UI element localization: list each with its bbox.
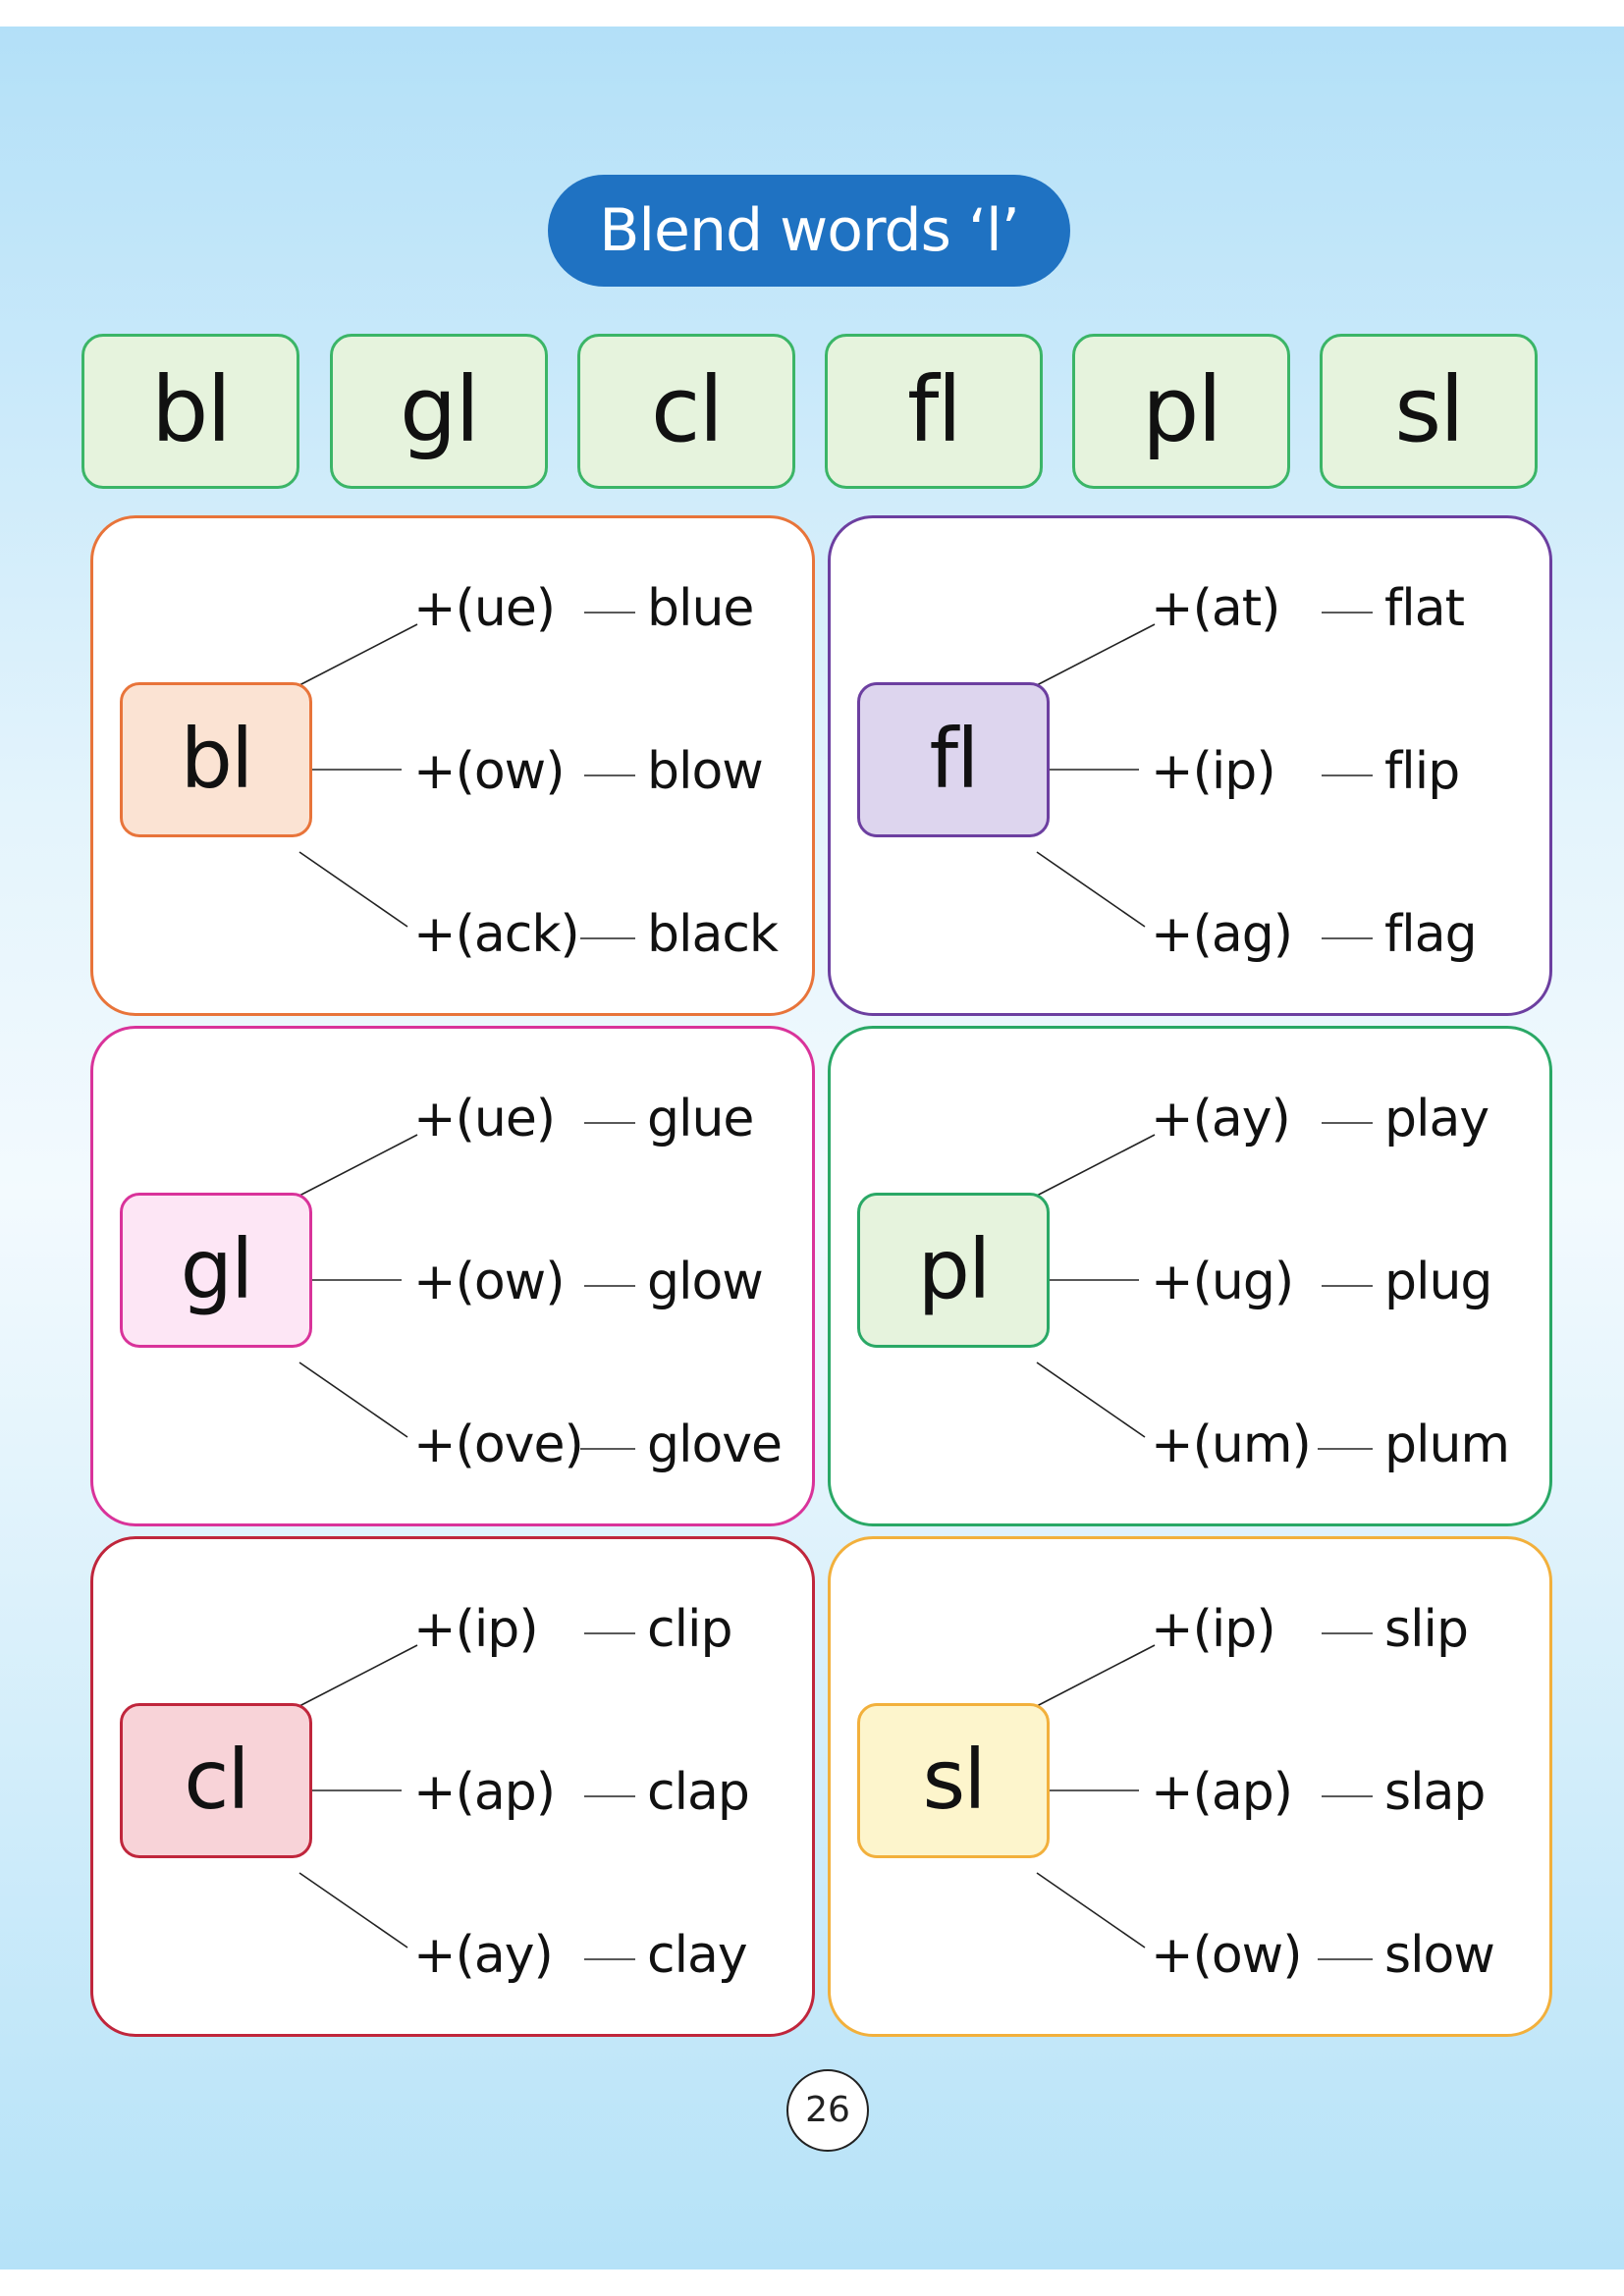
- suffix-label: +(ue): [413, 1090, 556, 1148]
- result-word: clay: [647, 1926, 748, 1985]
- blend-root-box: gl: [120, 1193, 312, 1348]
- suffix-label: +(ag): [1151, 905, 1293, 964]
- result-word: flag: [1384, 905, 1478, 964]
- result-word: black: [647, 905, 779, 964]
- suffix-label: +(ay): [1151, 1090, 1291, 1148]
- suffix-label: +(ow): [413, 1253, 565, 1311]
- connector-lines: [1036, 612, 1373, 939]
- suffix-label: +(ay): [413, 1926, 554, 1985]
- result-word: clap: [647, 1763, 750, 1822]
- suffix-label: +(ip): [413, 1600, 539, 1659]
- page-title: Blend words ‘l’: [548, 175, 1070, 287]
- suffix-label: +(ug): [1151, 1253, 1294, 1311]
- blend-chip-bl: bl: [81, 334, 299, 489]
- suffix-label: +(ack): [413, 905, 580, 964]
- blend-chip-gl: gl: [330, 334, 548, 489]
- blend-root-box: pl: [857, 1193, 1050, 1348]
- blend-card-bl: bl +(ue) blue +(ow) blow +(ack) black: [90, 515, 815, 1016]
- suffix-label: +(um): [1151, 1415, 1312, 1474]
- suffix-label: +(at): [1151, 579, 1280, 638]
- result-word: play: [1384, 1090, 1489, 1148]
- blend-chip-pl: pl: [1072, 334, 1290, 489]
- blend-card-pl: pl +(ay) play +(ug) plug +(um) plum: [828, 1026, 1552, 1526]
- suffix-label: +(ow): [413, 742, 565, 801]
- result-word: slip: [1384, 1600, 1469, 1659]
- suffix-label: +(ue): [413, 579, 556, 638]
- result-word: flat: [1384, 579, 1465, 638]
- connector-lines: [1036, 1632, 1373, 1960]
- blend-root-box: bl: [120, 682, 312, 837]
- suffix-label: +(ip): [1151, 1600, 1276, 1659]
- blend-chip-sl: sl: [1320, 334, 1538, 489]
- result-word: plug: [1384, 1253, 1492, 1311]
- blend-root-box: fl: [857, 682, 1050, 837]
- blend-card-cl: cl +(ip) clip +(ap) clap +(ay) clay: [90, 1536, 815, 2037]
- suffix-label: +(ow): [1151, 1926, 1302, 1985]
- connector-lines: [298, 1632, 635, 1960]
- suffix-label: +(ip): [1151, 742, 1276, 801]
- result-word: blue: [647, 579, 754, 638]
- suffix-label: +(ap): [1151, 1763, 1293, 1822]
- blend-chip-cl: cl: [577, 334, 795, 489]
- connector-lines: [298, 1122, 635, 1450]
- result-word: blow: [647, 742, 764, 801]
- blend-root-box: sl: [857, 1703, 1050, 1858]
- connector-lines: [1036, 1122, 1373, 1450]
- result-word: slap: [1384, 1763, 1486, 1822]
- suffix-label: +(ap): [413, 1763, 556, 1822]
- blend-card-sl: sl +(ip) slip +(ap) slap +(ow) slow: [828, 1536, 1552, 2037]
- result-word: slow: [1384, 1926, 1495, 1985]
- blend-card-fl: fl +(at) flat +(ip) flip +(ag) flag: [828, 515, 1552, 1016]
- blend-chip-fl: fl: [825, 334, 1043, 489]
- result-word: flip: [1384, 742, 1460, 801]
- connector-lines: [298, 612, 635, 939]
- result-word: plum: [1384, 1415, 1510, 1474]
- result-word: glove: [647, 1415, 783, 1474]
- blend-card-gl: gl +(ue) glue +(ow) glow +(ove) glove: [90, 1026, 815, 1526]
- result-word: clip: [647, 1600, 732, 1659]
- blend-root-box: cl: [120, 1703, 312, 1858]
- result-word: glue: [647, 1090, 754, 1148]
- suffix-label: +(ove): [413, 1415, 584, 1474]
- result-word: glow: [647, 1253, 764, 1311]
- page-number: 26: [786, 2069, 869, 2152]
